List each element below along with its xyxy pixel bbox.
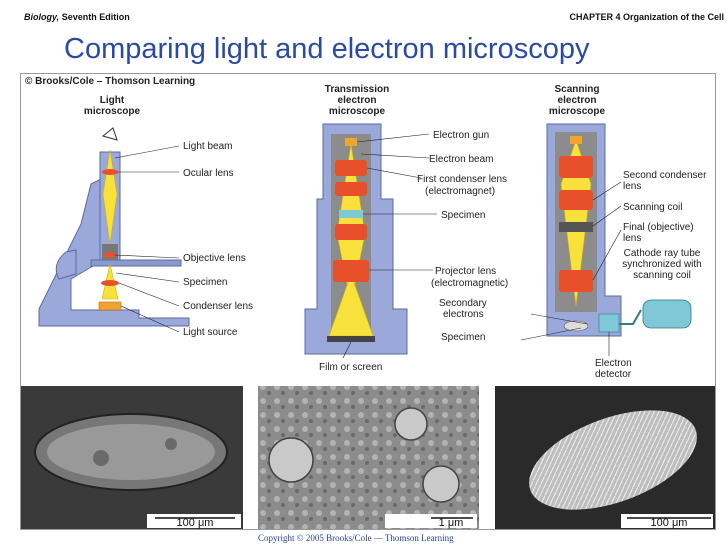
scanning-coil [559,222,593,232]
copyright-footer: Copyright © 2005 Brooks/Cole — Thomson L… [258,533,454,543]
sem-leader-lines [520,181,622,356]
scale-label-2: 1 μm [439,517,464,529]
label-electrons: electrons [443,309,484,320]
label-second-condenser-lens: lens [623,181,641,192]
light-heading-1: Light [100,95,125,106]
label-ocular-lens: Ocular lens [183,168,234,179]
label-final-objective-lens: lens [623,233,641,244]
condenser-lens [101,280,119,286]
label-second-condenser: Second condenser [623,170,707,181]
header-chapter: CHAPTER 4 Organization of the Cell [569,12,724,22]
light-microscope: Light microscope Light beam Ocular lens … [38,95,253,338]
tem-heading-1: Transmission [325,84,389,95]
label-specimen-light: Specimen [183,277,227,288]
ocular-lens [102,169,118,175]
label-electron-beam: Electron beam [429,154,493,165]
micrograph-tem: 1 μm [258,386,479,529]
tem-heading-2: electron [338,95,377,106]
label-detector: detector [595,369,632,380]
tem-specimen [339,210,363,218]
objective-lens [104,252,116,258]
light-leader-lines [114,145,180,333]
label-scanning-coil-2: scanning coil [633,270,691,281]
focus-knob [55,249,77,280]
label-electron-gun: Electron gun [433,130,489,141]
electron-gun [345,138,357,146]
sem-specimen [563,320,589,332]
label-light-source: Light source [183,327,238,338]
label-light-beam: Light beam [183,141,232,152]
label-secondary: Secondary [439,298,487,309]
final-objective-lens [559,270,593,292]
label-first-condenser-lens: First condenser lens [417,174,507,185]
light-heading-2: microscope [84,106,141,117]
tem-lens-2 [335,182,367,196]
micrograph-sem: 100 μm [495,386,715,529]
light-stage [90,259,182,267]
sem-electron-gun [570,136,582,144]
label-electron: Electron [595,358,632,369]
projector-lens [333,260,369,282]
label-projector-lens: Projector lens [435,266,496,277]
sem-lens-1 [559,156,593,178]
header-book: Biology, Seventh Edition [24,12,130,22]
label-specimen-tem: Specimen [441,210,485,221]
figure-credit: © Brooks/Cole – Thomson Learning [25,76,195,87]
label-objective-lens: Objective lens [183,253,246,264]
label-synchronized-with: synchronized with [622,259,701,270]
sem-heading-2: electron [558,95,597,106]
sem-heading-3: microscope [549,106,606,117]
label-condenser-lens: Condenser lens [183,301,253,312]
detector-cable [619,309,642,325]
second-condenser-lens [559,190,593,210]
sem-heading-1: Scanning [554,84,599,95]
label-film-screen: Film or screen [319,362,382,373]
tem-lens-1 [335,160,367,176]
tem-leader-lines [342,133,437,359]
eye-icon [101,127,118,141]
light-source [98,301,122,311]
tem-heading-3: microscope [329,106,386,117]
tem-lens-3 [335,224,367,240]
film-screen [327,336,375,342]
slide-title: Comparing light and electron microscopy [64,33,590,65]
label-cathode-ray-tube: Cathode ray tube [624,248,701,259]
sem-microscope: Scanning electron microscope Second cond… [439,84,707,380]
electron-detector [598,313,620,333]
label-final-objective: Final (objective) [623,222,694,233]
tem-microscope: Transmission electron microscope Electro… [304,84,508,373]
book-edition: Seventh Edition [61,12,130,22]
label-electromagnet: (electromagnet) [425,186,495,197]
scale-label-1: 100 μm [177,517,214,529]
micrograph-light: 100 μm [21,386,243,529]
microscopy-figure: © Brooks/Cole – Thomson Learning Light m… [20,73,716,530]
label-scanning-coil: Scanning coil [623,202,682,213]
scale-label-3: 100 μm [651,517,688,529]
label-specimen-sem: Specimen [441,332,485,343]
figure-svg: © Brooks/Cole – Thomson Learning Light m… [21,76,715,529]
label-electromagnetic: (electromagnetic) [431,278,508,289]
cathode-ray-tube [642,299,692,329]
book-title: Biology, [24,12,60,22]
